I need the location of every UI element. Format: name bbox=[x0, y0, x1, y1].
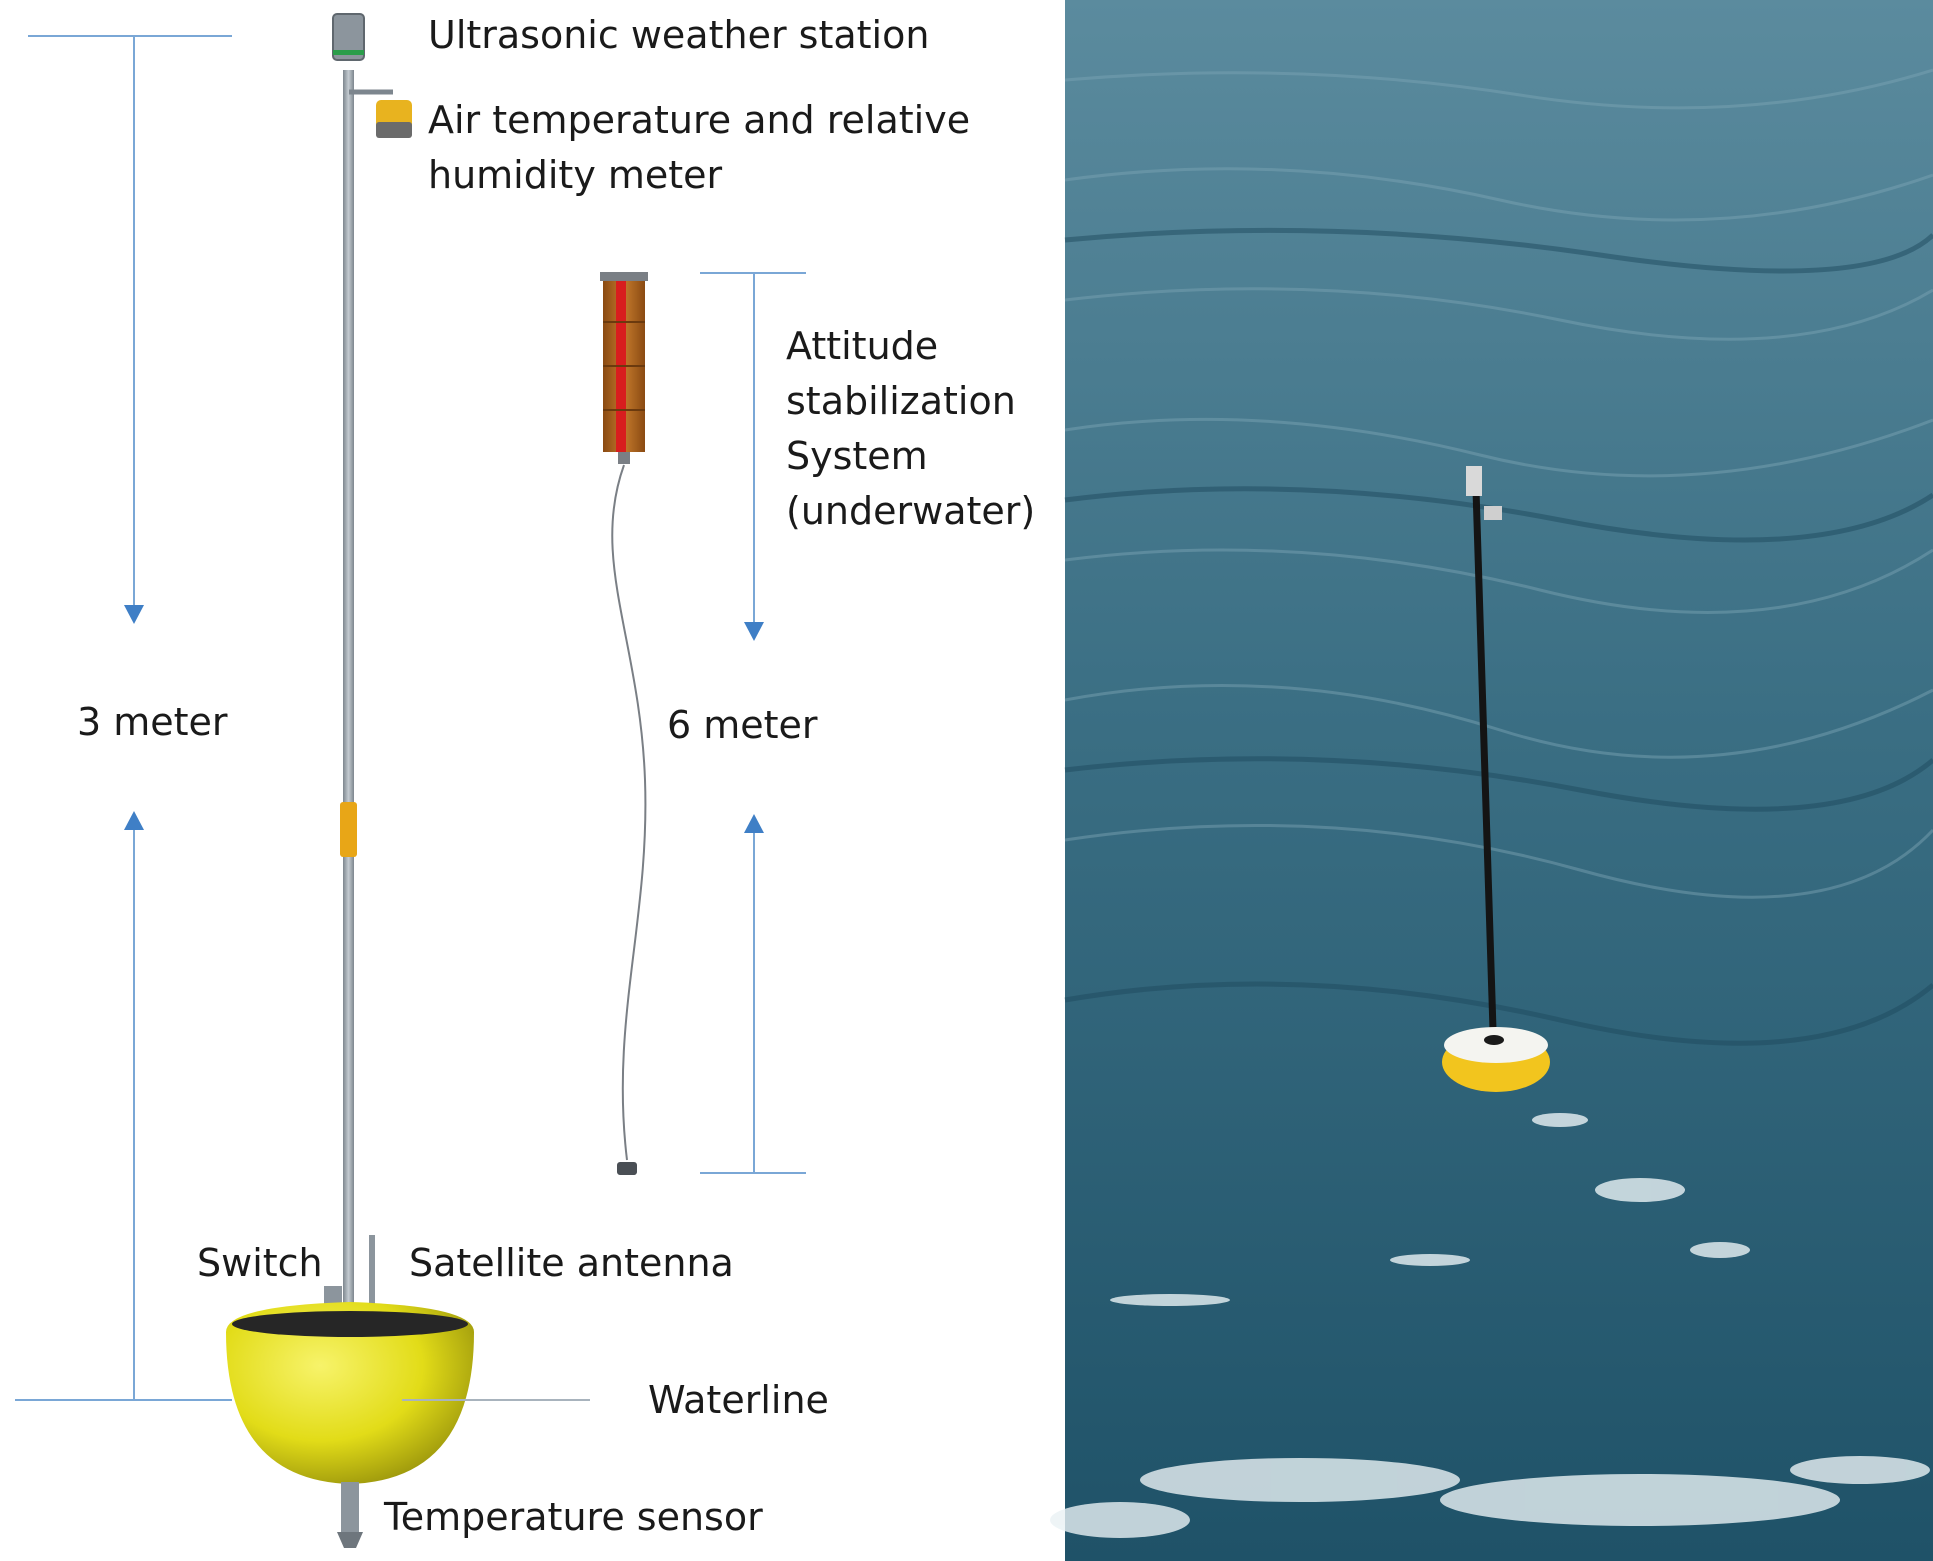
arrow-up-icon bbox=[124, 811, 144, 830]
weather-station-icon bbox=[332, 13, 365, 61]
stabilizer bbox=[600, 272, 648, 1175]
arrow-down-icon bbox=[744, 622, 764, 641]
sea-photo bbox=[1050, 0, 1933, 1561]
label-weather-station: Ultrasonic weather station bbox=[428, 13, 930, 57]
label-temperature-sensor: Temperature sensor bbox=[384, 1495, 763, 1539]
label-3-meter: 3 meter bbox=[77, 700, 228, 744]
foam bbox=[1050, 1113, 1930, 1538]
humidity-meter-base bbox=[376, 122, 412, 138]
label-attitude-line4: (underwater) bbox=[786, 489, 1036, 533]
mast-pole bbox=[343, 70, 354, 1325]
label-air-temp-line1: Air temperature and relative bbox=[428, 98, 971, 142]
photo-sensor-head bbox=[1466, 466, 1482, 496]
label-switch: Switch bbox=[197, 1241, 323, 1285]
wave-shadows bbox=[1064, 227, 1933, 1046]
buoy-top-deck bbox=[232, 1311, 468, 1337]
label-air-temp-line2: humidity meter bbox=[428, 153, 723, 197]
tether-weight-icon bbox=[617, 1162, 637, 1175]
wave-ripples bbox=[1064, 68, 1933, 899]
label-satellite-antenna: Satellite antenna bbox=[409, 1241, 734, 1285]
dimension-6-meter bbox=[700, 272, 806, 1174]
label-attitude-line3: System bbox=[786, 434, 928, 478]
tether-cable bbox=[611, 464, 647, 1161]
photo-buoy bbox=[1442, 466, 1550, 1092]
stabilizer-cap bbox=[600, 272, 648, 281]
stabilizer-base bbox=[618, 452, 630, 464]
label-attitude-line1: Attitude bbox=[786, 324, 939, 368]
photo-mast bbox=[1472, 489, 1497, 1031]
arrow-up-icon bbox=[744, 814, 764, 833]
arrow-down-icon bbox=[124, 605, 144, 624]
temperature-sensor-tip bbox=[337, 1532, 363, 1548]
photo-buoy-top bbox=[1444, 1027, 1548, 1063]
label-attitude-line2: stabilization bbox=[786, 379, 1016, 423]
mast bbox=[332, 13, 412, 1325]
dimension-3-meter bbox=[15, 35, 232, 1401]
mast-yellow-band bbox=[340, 802, 357, 857]
photo-sensor-arm bbox=[1484, 506, 1502, 520]
buoy-hull bbox=[226, 1302, 474, 1484]
photo-buoy-hub bbox=[1484, 1035, 1504, 1045]
hull bbox=[226, 1235, 590, 1548]
weather-station-band bbox=[333, 50, 364, 55]
label-waterline: Waterline bbox=[648, 1378, 829, 1422]
temperature-sensor-icon bbox=[341, 1482, 359, 1532]
label-6-meter: 6 meter bbox=[667, 703, 818, 747]
